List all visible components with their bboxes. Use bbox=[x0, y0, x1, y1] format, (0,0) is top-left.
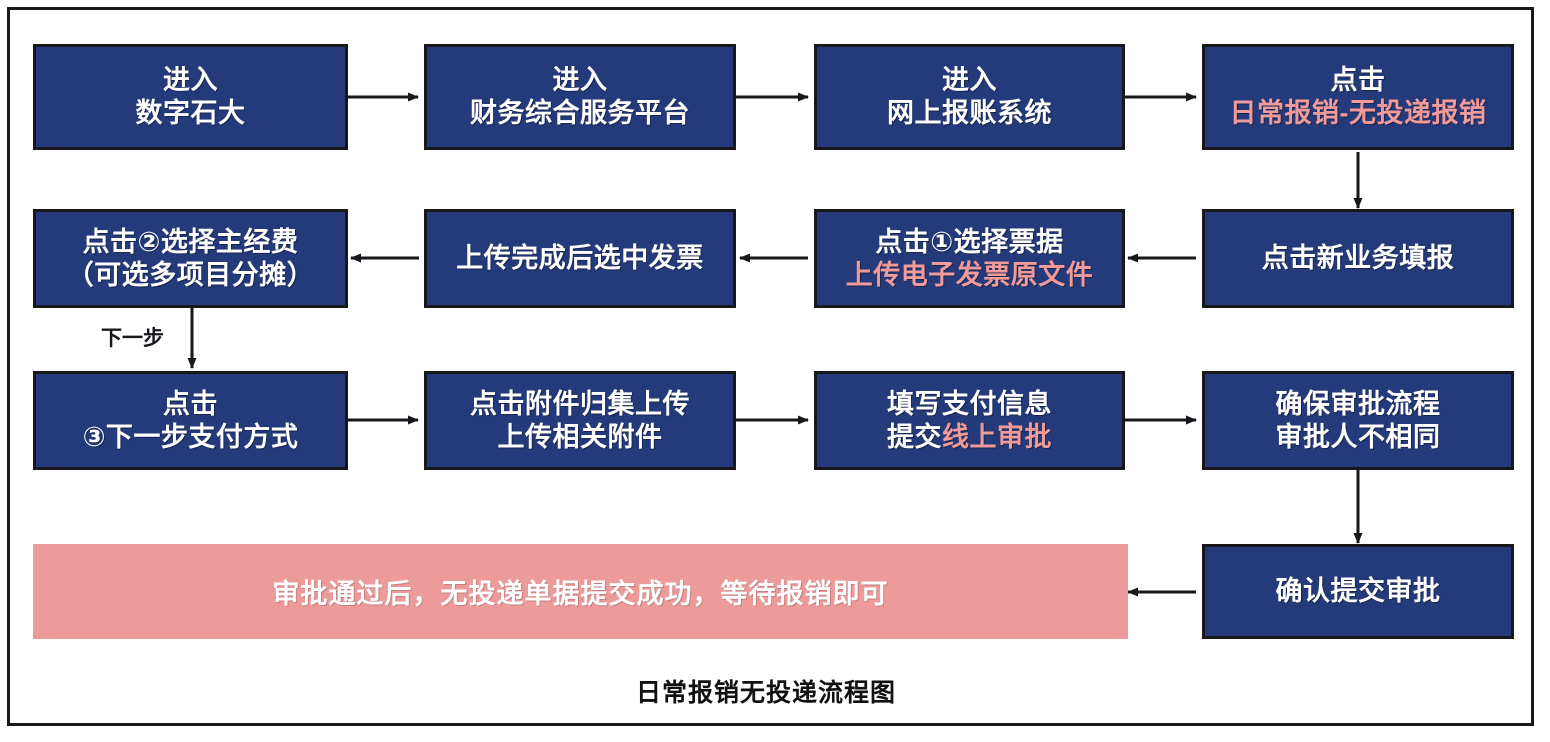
node-click-next-payment-method[interactable]: 点击 ③下一步支付方式 bbox=[33, 371, 348, 470]
node-line-1: 填写支付信息 bbox=[887, 388, 1052, 419]
node-line-1: 点击 bbox=[163, 388, 218, 419]
node-line-2: 上传相关附件 bbox=[497, 421, 663, 452]
node-line-1: 点击附件归集上传 bbox=[470, 388, 690, 419]
node-line-2-accent: 日常报销-无投递报销 bbox=[1229, 98, 1487, 128]
node-line-2: 网上报账系统 bbox=[887, 98, 1052, 128]
node-click-select-main-fund[interactable]: 点击②选择主经费 （可选多项目分摊） bbox=[33, 209, 348, 308]
node-click-attachment-collection-upload[interactable]: 点击附件归集上传 上传相关附件 bbox=[424, 371, 736, 470]
node-line-1: 上传完成后选中发票 bbox=[456, 243, 704, 274]
node-line-2: ③下一步支付方式 bbox=[82, 421, 299, 452]
node-line-1: 进入 bbox=[552, 65, 608, 96]
node-enter-digital-upc[interactable]: 进入 数字石大 bbox=[33, 44, 348, 150]
node-line-2: 审批人不相同 bbox=[1275, 421, 1441, 452]
node-click-select-bill-upload-einvoice[interactable]: 点击①选择票据 上传电子发票原文件 bbox=[814, 209, 1125, 308]
node-enter-finance-platform[interactable]: 进入 财务综合服务平台 bbox=[424, 44, 736, 150]
node-select-invoice-after-upload[interactable]: 上传完成后选中发票 bbox=[424, 209, 736, 308]
node-confirm-submit-approval[interactable]: 确认提交审批 bbox=[1202, 544, 1514, 639]
node-click-new-business-filing[interactable]: 点击新业务填报 bbox=[1202, 209, 1514, 308]
node-line-2: 财务综合服务平台 bbox=[470, 98, 690, 128]
banner-approval-success: 审批通过后，无投递单据提交成功，等待报销即可 bbox=[33, 544, 1128, 639]
node-line-1: 进入 bbox=[163, 65, 218, 96]
banner-text: 审批通过后，无投递单据提交成功，等待报销即可 bbox=[272, 579, 889, 609]
node-line-1: 点击 bbox=[1330, 65, 1386, 96]
node-line-1: 确认提交审批 bbox=[1275, 576, 1441, 607]
node-line-2-plain: 提交 bbox=[887, 421, 942, 452]
node-fill-payment-info-submit-online-approval[interactable]: 填写支付信息 提交线上审批 bbox=[814, 371, 1125, 470]
node-line-1: 进入 bbox=[942, 65, 997, 96]
node-line-1: 点击②选择主经费 bbox=[82, 226, 299, 257]
node-enter-online-reimbursement-system[interactable]: 进入 网上报账系统 bbox=[814, 44, 1125, 150]
node-line-2: 提交线上审批 bbox=[887, 421, 1052, 454]
node-line-2-accent: 上传电子发票原文件 bbox=[845, 259, 1094, 290]
node-line-2: 数字石大 bbox=[135, 98, 246, 128]
node-line-2-accent: 线上审批 bbox=[942, 421, 1052, 452]
node-line-1: 点击新业务填报 bbox=[1261, 243, 1455, 274]
node-click-daily-reimbursement[interactable]: 点击 日常报销-无投递报销 bbox=[1202, 44, 1514, 150]
node-line-2: （可选多项目分摊） bbox=[66, 259, 315, 290]
diagram-caption: 日常报销无投递流程图 bbox=[636, 679, 897, 707]
edge-label-next-step: 下一步 bbox=[101, 327, 164, 350]
node-line-1: 确保审批流程 bbox=[1275, 388, 1441, 419]
node-line-1: 点击①选择票据 bbox=[875, 226, 1064, 257]
node-ensure-approval-flow-distinct-approvers[interactable]: 确保审批流程 审批人不相同 bbox=[1202, 371, 1514, 470]
